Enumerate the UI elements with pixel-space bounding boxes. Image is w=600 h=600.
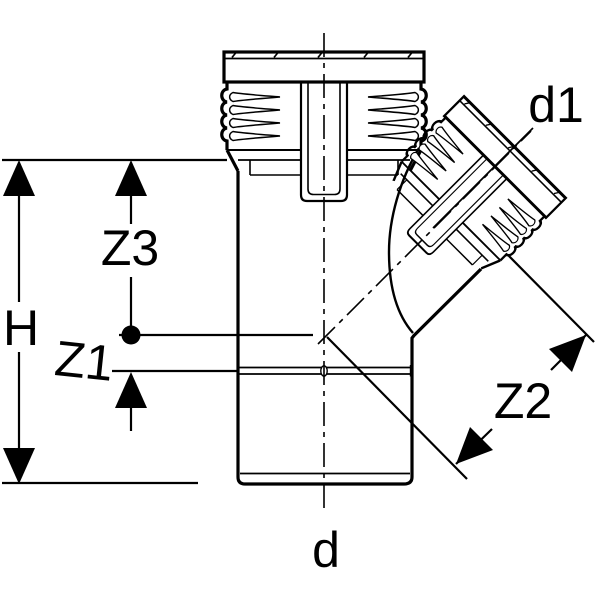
dimension-label-z1: Z1 <box>52 330 116 392</box>
z2-arrow-upper <box>549 335 586 372</box>
dimension-label-z2: Z2 <box>494 373 552 429</box>
dimension-label-h: H <box>3 300 39 356</box>
z2-extension-line-inner <box>326 336 468 480</box>
d1-diameter-line <box>432 127 534 229</box>
dimension-lines <box>2 127 595 485</box>
dimension-label-z3: Z3 <box>101 220 159 276</box>
h-arrow-down <box>3 448 35 484</box>
dimension-label-d: d <box>312 522 340 578</box>
h-arrow-up <box>3 160 35 196</box>
z1-arrow-up <box>115 372 147 408</box>
main-body-outline <box>236 171 483 486</box>
z2-extension-line-outer <box>507 254 595 343</box>
z3-arrow-up <box>115 160 147 196</box>
z2-arrow-lower <box>456 427 493 464</box>
dimension-label-d1: d1 <box>528 77 584 133</box>
